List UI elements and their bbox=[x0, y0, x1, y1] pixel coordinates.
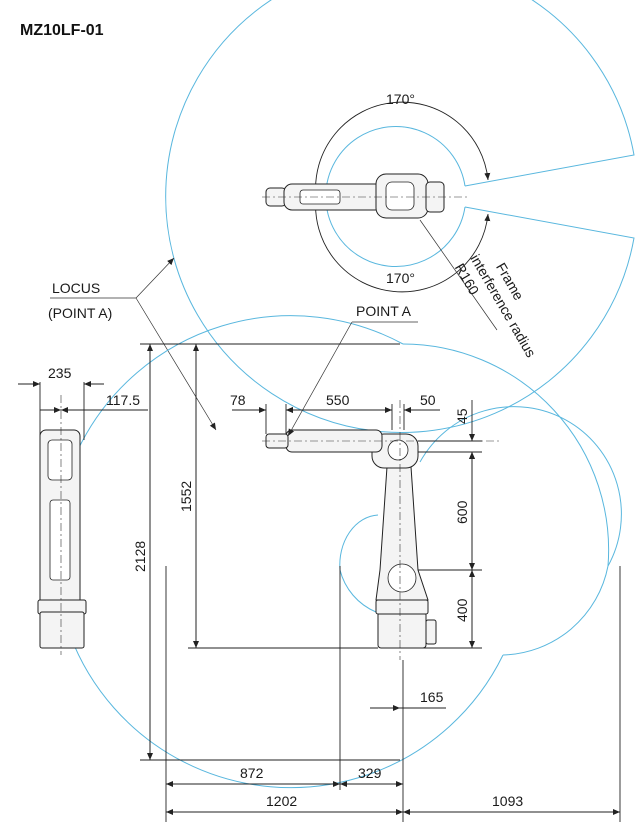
dim-872: 872 bbox=[240, 765, 264, 781]
dim-235: 235 bbox=[48, 365, 72, 381]
dim-600: 600 bbox=[454, 500, 470, 524]
point-a-text: POINT A bbox=[356, 303, 412, 319]
side-view-outer-locus-right bbox=[402, 343, 610, 567]
dim-400: 400 bbox=[454, 598, 470, 622]
dim-329: 329 bbox=[358, 765, 382, 781]
dim-117-5: 117.5 bbox=[106, 392, 140, 408]
frame-leader-line bbox=[419, 219, 498, 331]
dim-2128: 2128 bbox=[132, 541, 148, 572]
top-view: 170° 170° Frame interference radius R160 bbox=[165, 0, 635, 433]
frame-label-group: Frame interference radius R160 bbox=[452, 252, 539, 360]
angle-arc-bottom bbox=[315, 196, 491, 293]
locus-label-line1: LOCUS bbox=[52, 280, 100, 296]
locus-label-line2: (POINT A) bbox=[48, 305, 112, 321]
dim-1202: 1202 bbox=[266, 793, 297, 809]
side-view-inner-locus bbox=[339, 514, 379, 613]
side-view-inner-locus-right bbox=[419, 406, 622, 567]
angle-label-top: 170° bbox=[386, 91, 415, 107]
dim-550: 550 bbox=[326, 392, 350, 408]
top-view-outer-locus bbox=[165, 0, 635, 433]
robot-front-view: 235 117.5 bbox=[18, 365, 148, 655]
dim-1093: 1093 bbox=[492, 793, 523, 809]
dim-165: 165 bbox=[420, 689, 444, 705]
dim-1552: 1552 bbox=[178, 481, 194, 512]
side-view-notch bbox=[502, 565, 609, 656]
dim-50: 50 bbox=[420, 392, 436, 408]
angle-label-bottom: 170° bbox=[386, 270, 415, 286]
side-view-dimensions: 78 550 50 45 600 400 1552 2128 bbox=[132, 343, 621, 822]
angle-arc-top bbox=[315, 101, 491, 198]
locus-label: LOCUS (POINT A) bbox=[48, 257, 217, 431]
model-title: MZ10LF-01 bbox=[20, 22, 104, 39]
robot-side-view bbox=[262, 400, 500, 660]
robot-top-view bbox=[262, 173, 470, 219]
side-view-outer-locus bbox=[54, 315, 504, 789]
dim-45: 45 bbox=[454, 408, 470, 424]
dim-78: 78 bbox=[230, 392, 246, 408]
point-a-label: POINT A bbox=[287, 303, 418, 437]
